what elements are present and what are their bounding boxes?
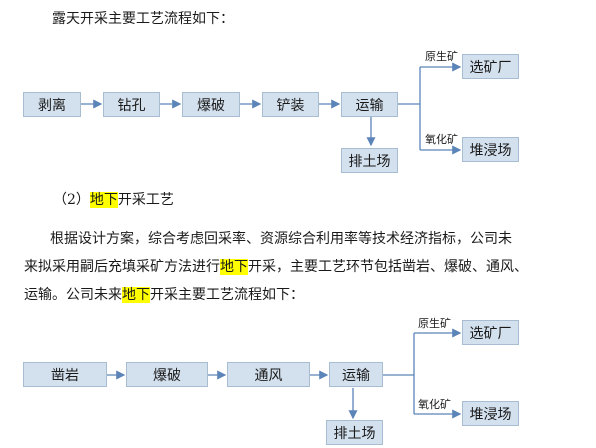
flow2-step-rock-drilling: 凿岩 — [23, 362, 107, 387]
flow1-concentrator: 选矿厂 — [462, 54, 519, 79]
flow1-waste-dump: 排土场 — [341, 148, 398, 173]
para-line-3-highlight: 地下 — [122, 287, 150, 303]
flow1-ore2-label: 氧化矿 — [425, 133, 458, 146]
section-number: （2） — [53, 192, 90, 208]
flow2-step-blasting: 爆破 — [126, 362, 208, 387]
flow1-ore1-label: 原生矿 — [425, 50, 458, 63]
section-title: 开采工艺 — [117, 192, 174, 208]
flow1-heap-leach: 堆浸场 — [462, 137, 519, 162]
flow2-step-ventilation: 通风 — [227, 362, 310, 387]
flow1-step-transport: 运输 — [341, 92, 398, 117]
para-line-2-b: 开采，主要工艺环节包括凿岩、爆破、通风、 — [248, 259, 528, 275]
flow1-step-loading: 铲装 — [262, 92, 319, 117]
flow2-heap-leach: 堆浸场 — [462, 401, 519, 426]
para-line-1: 根据设计方案，综合考虑回采率、资源综合利用率等技术经济指标，公司未 — [50, 231, 512, 247]
flow2-waste-dump: 排土场 — [326, 420, 383, 445]
flow2-step-transport: 运输 — [329, 362, 383, 387]
para-line-2-highlight: 地下 — [220, 259, 248, 275]
flow1-step-blasting: 爆破 — [182, 92, 240, 117]
para-line-2: 来拟采用嗣后充填采矿方法进行地下开采，主要工艺环节包括凿岩、爆破、通风、 — [24, 257, 528, 277]
para-line-3: 运输。公司未来地下开采主要工艺流程如下： — [24, 285, 304, 305]
flow2-concentrator: 选矿厂 — [462, 320, 519, 345]
flow1-step-stripping: 剥离 — [23, 92, 81, 117]
para-line-2-a: 来拟采用嗣后充填采矿方法进行 — [24, 259, 220, 275]
flow1-step-drilling: 钻孔 — [103, 92, 160, 117]
flow2-ore1-label: 原生矿 — [418, 317, 451, 330]
section-heading: （2）地下开采工艺 — [53, 190, 174, 210]
para-line-3-a: 运输。公司未来 — [24, 287, 122, 303]
section-highlight: 地下 — [89, 192, 118, 208]
flow2-ore2-label: 氧化矿 — [418, 398, 451, 411]
para-line-3-b: 开采主要工艺流程如下： — [150, 287, 304, 303]
intro-text: 露天开采主要工艺流程如下： — [52, 11, 234, 27]
